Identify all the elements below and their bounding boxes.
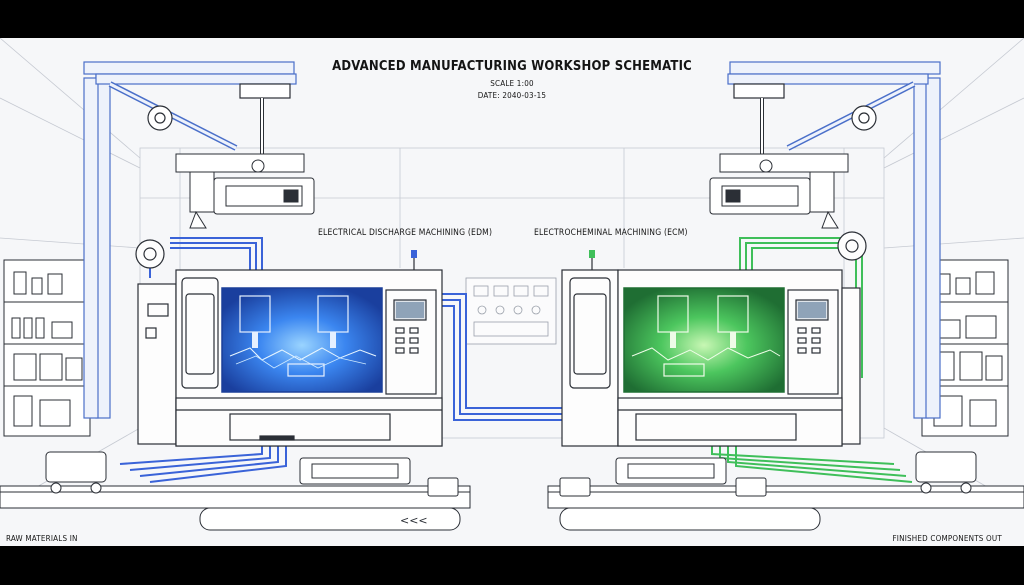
finished-components-label: FINISHED COMPONENTS OUT — [892, 534, 1002, 543]
edm-machine — [135, 239, 443, 447]
raw-materials-label: RAW MATERIALS IN — [6, 534, 78, 543]
left-robot-head — [175, 153, 315, 229]
svg-text:<<<: <<< — [400, 514, 428, 527]
ecm-machine — [561, 231, 867, 447]
left-gantry-crane — [83, 61, 297, 419]
scale-label: SCALE 1:00 — [490, 79, 534, 88]
left-conveyor: <<< — [0, 451, 471, 531]
schematic-canvas: <<< ADVANCED MANUFACTURING WORKSHOP SCHE… — [0, 38, 1024, 546]
page-title: ADVANCED MANUFACTURING WORKSHOP SCHEMATI… — [332, 59, 692, 74]
workshop-drawing: <<< — [0, 38, 1024, 531]
right-conveyor — [547, 451, 1024, 531]
ecm-machine-label: ELECTROCHEMINAL MACHINING (ECM) — [534, 228, 688, 238]
edm-machine-label: ELECTRICAL DISCHARGE MACHINING (EDM) — [318, 228, 493, 238]
left-shelf — [3, 259, 91, 437]
right-robot-head — [709, 153, 849, 229]
wall-control-panel — [465, 277, 557, 345]
right-gantry-crane — [727, 61, 941, 419]
date-label: DATE: 2040-03-15 — [477, 91, 547, 100]
